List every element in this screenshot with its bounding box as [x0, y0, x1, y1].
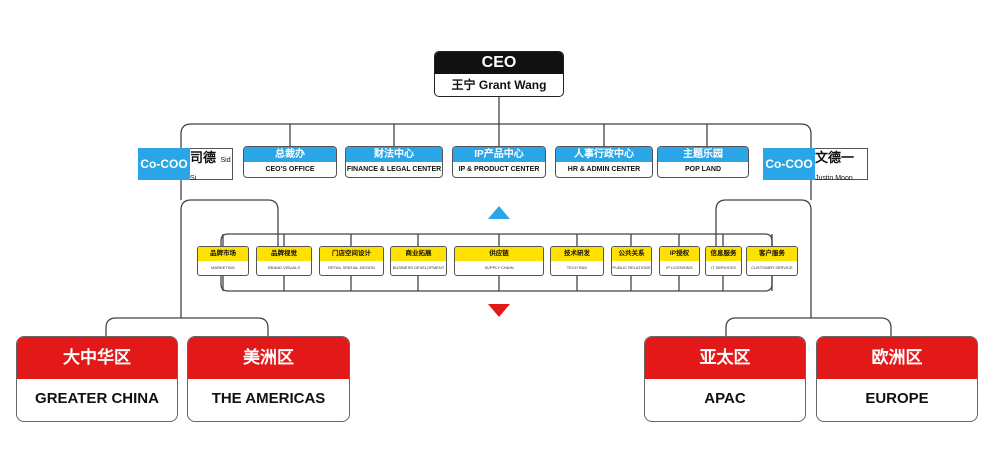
func-business-development: 商业拓展 BUSINESS DEVELOPMENT: [390, 246, 447, 276]
func-public-relations: 公共关系 PUBLIC RELATIONS: [611, 246, 652, 276]
co-coo-right: Co-COO 文德一 Justin Moon: [763, 148, 868, 182]
dept-label-en: CEO'S OFFICE: [265, 166, 315, 173]
dept-ip-product: IP产品中心 IP & PRODUCT CENTER: [452, 146, 546, 178]
region-label-en: GREATER CHINA: [35, 390, 159, 407]
dept-label-en: FINANCE & LEGAL CENTER: [346, 166, 442, 173]
dept-finance-legal: 财法中心 FINANCE & LEGAL CENTER: [345, 146, 443, 178]
dept-label-en: POP LAND: [684, 166, 722, 173]
region-the-americas: 美洲区 THE AMERICAS: [187, 336, 350, 422]
dept-label-zh: 总裁办: [244, 147, 336, 162]
func-label-en: MARKETING: [211, 265, 235, 270]
region-europe: 欧洲区 EUROPE: [816, 336, 978, 422]
region-greater-china: 大中华区 GREATER CHINA: [16, 336, 178, 422]
func-label-zh: 品牌市场: [198, 247, 248, 261]
func-label-en: BUSINESS DEVELOPMENT: [392, 265, 445, 270]
func-label-en: CUSTOMER SERVICE: [751, 265, 793, 270]
ceo-title: CEO: [435, 52, 563, 74]
ceo-name: 王宁 Grant Wang: [451, 78, 547, 92]
func-label-zh: 技术研发: [551, 247, 603, 261]
func-label-en: RETAIL SPATIAL DESIGN: [328, 265, 375, 270]
dept-label-en: IP & PRODUCT CENTER: [458, 166, 540, 173]
co-coo-person: 文德一 Justin Moon: [815, 148, 868, 182]
co-coo-tag: Co-COO: [763, 148, 815, 180]
region-label-zh: 大中华区: [17, 337, 177, 379]
region-label-zh: 美洲区: [188, 337, 349, 379]
func-label-en: SUPPLY CHAIN: [484, 265, 514, 270]
dept-label-zh: IP产品中心: [453, 147, 545, 162]
co-coo-name-zh: 司德: [190, 150, 217, 165]
region-label-zh: 亚太区: [645, 337, 805, 379]
dept-pop-land: 主题乐园 POP LAND: [657, 146, 749, 178]
func-label-zh: 供应链: [455, 247, 543, 261]
dept-label-zh: 人事行政中心: [556, 147, 652, 162]
dept-hr-admin: 人事行政中心 HR & ADMIN CENTER: [555, 146, 653, 178]
region-label-en: THE AMERICAS: [211, 390, 326, 407]
arrow-down-icon: [488, 304, 510, 317]
co-coo-name-en: Justin Moon: [815, 175, 853, 182]
co-coo-name-zh: 文德一: [815, 150, 855, 165]
func-label-en: IT SERVICES: [711, 265, 736, 270]
func-marketing: 品牌市场 MARKETING: [197, 246, 249, 276]
func-it-services: 信息服务 IT SERVICES: [705, 246, 742, 276]
func-customer-service: 客户服务 CUSTOMER SERVICE: [746, 246, 798, 276]
func-brand-visuals: 品牌视觉 BRAND VISUALS: [256, 246, 312, 276]
region-apac: 亚太区 APAC: [644, 336, 806, 422]
dept-label-zh: 主题乐园: [658, 147, 748, 162]
region-label-zh: 欧洲区: [817, 337, 977, 379]
co-coo-left: Co-COO 司德 Sid Si: [138, 148, 233, 182]
co-coo-tag: Co-COO: [138, 148, 190, 180]
dept-label-en: HR & ADMIN CENTER: [567, 166, 641, 173]
func-label-en: BRAND VISUALS: [267, 265, 300, 270]
func-label-zh: 门店空间设计: [320, 247, 383, 261]
func-supply-chain: 供应链 SUPPLY CHAIN: [454, 246, 544, 276]
dept-ceo-office: 总裁办 CEO'S OFFICE: [243, 146, 337, 178]
co-coo-person: 司德 Sid Si: [190, 148, 233, 182]
func-label-zh: 品牌视觉: [257, 247, 311, 261]
func-label-en: PUBLIC RELATIONS: [612, 265, 651, 270]
func-label-en: TECH R&D: [566, 265, 588, 270]
func-label-zh: 客户服务: [747, 247, 797, 261]
dept-label-zh: 财法中心: [346, 147, 442, 162]
region-label-en: APAC: [704, 390, 746, 407]
func-tech-rd: 技术研发 TECH R&D: [550, 246, 604, 276]
func-label-zh: 公共关系: [612, 247, 651, 261]
func-retail-spatial-design: 门店空间设计 RETAIL SPATIAL DESIGN: [319, 246, 384, 276]
func-ip-licensing: IP授权 IP LICENSING: [659, 246, 700, 276]
func-label-zh: 信息服务: [706, 247, 741, 261]
co-coo-name-en: Sid Si: [190, 157, 231, 182]
arrow-up-icon: [488, 206, 510, 219]
ceo-box: CEO 王宁 Grant Wang: [434, 51, 564, 97]
func-label-en: IP LICENSING: [666, 265, 693, 270]
func-label-zh: 商业拓展: [391, 247, 446, 261]
func-label-zh: IP授权: [660, 247, 699, 261]
region-label-en: EUROPE: [865, 390, 929, 407]
